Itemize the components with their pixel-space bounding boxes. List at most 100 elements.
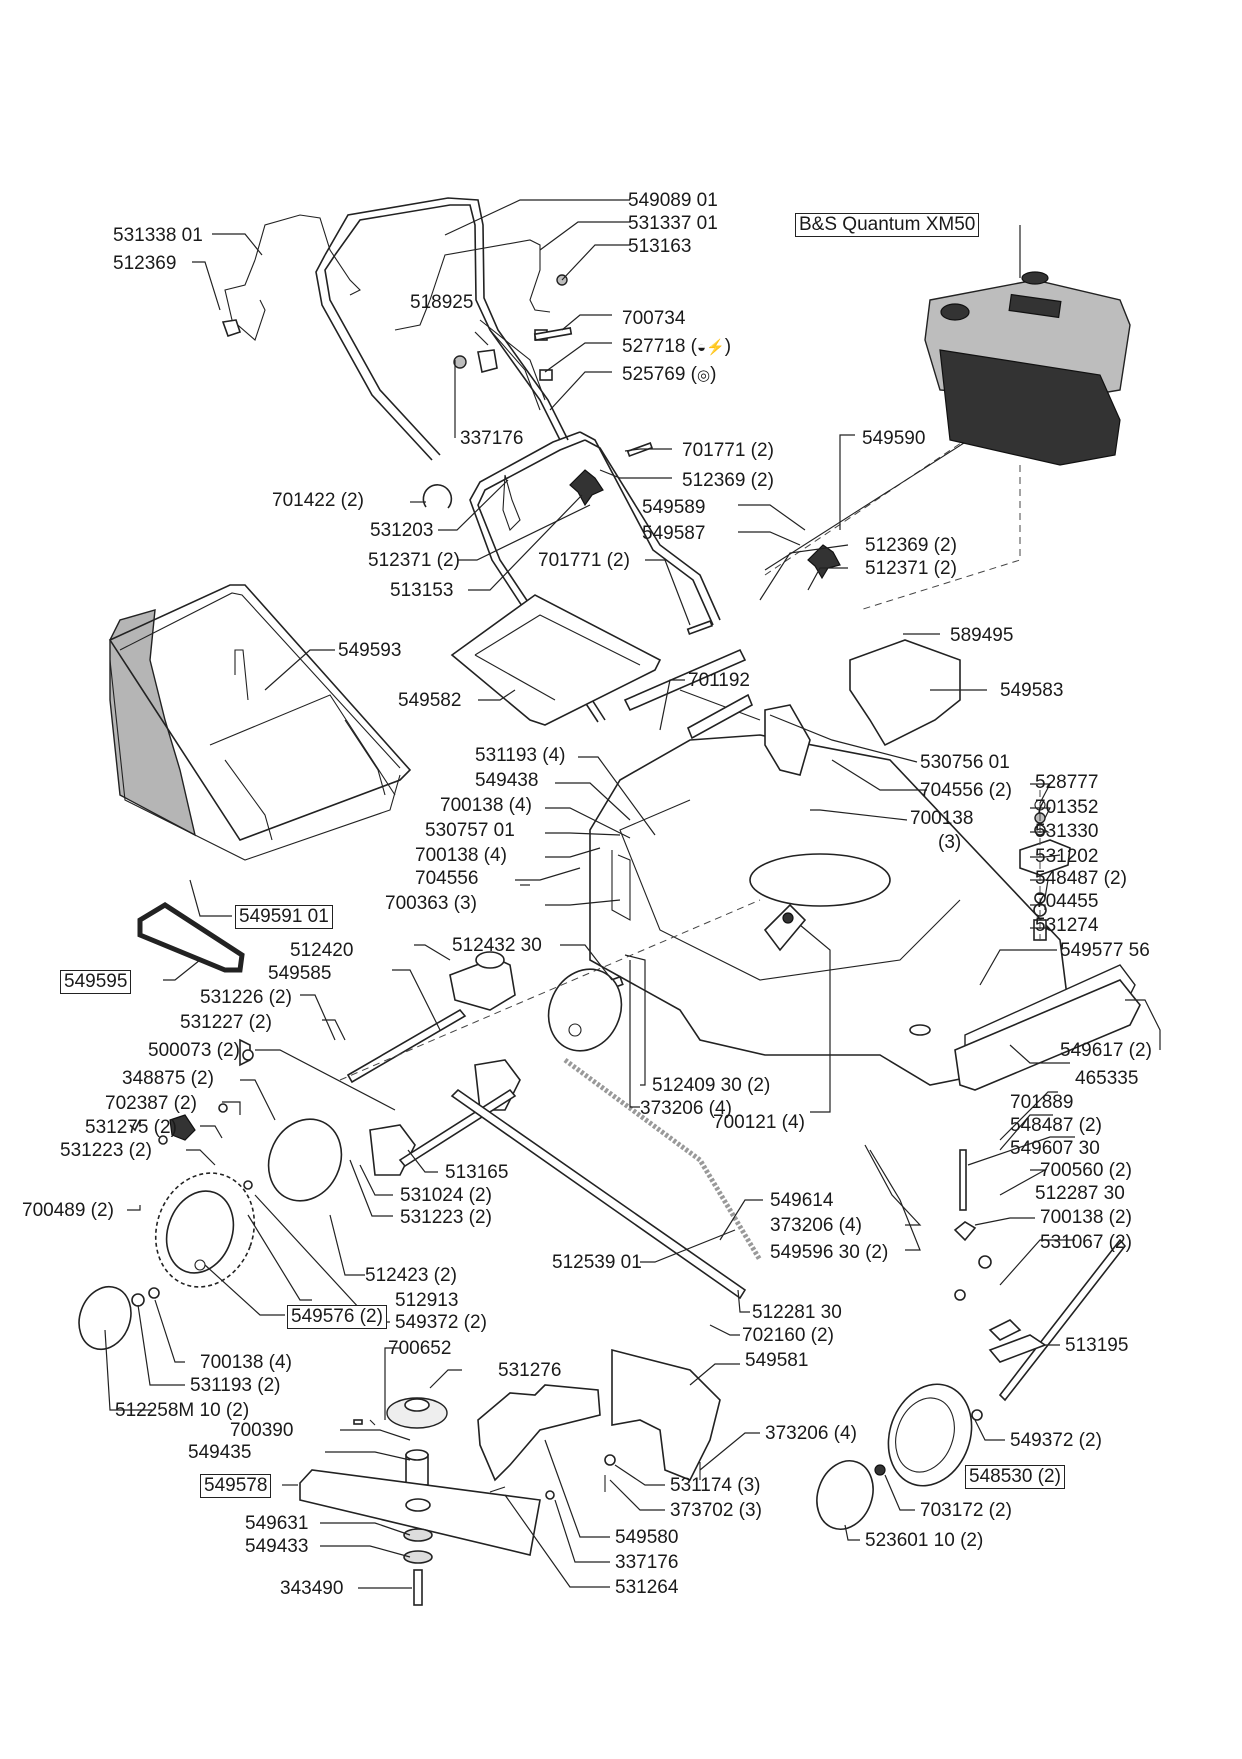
part-label[interactable]: 531223 (2) — [60, 1140, 152, 1161]
part-label[interactable]: 531203 — [370, 520, 434, 541]
part-label[interactable]: 700489 (2) — [22, 1200, 114, 1221]
part-label[interactable]: 530757 01 — [425, 820, 515, 841]
part-label[interactable]: 512432 30 — [452, 935, 542, 956]
part-label[interactable]: 704455 — [1035, 891, 1099, 912]
part-label[interactable]: 531264 — [615, 1577, 679, 1598]
part-label[interactable]: 589495 — [950, 625, 1014, 646]
part-label[interactable]: 704556 — [415, 868, 479, 889]
part-label[interactable]: 549617 (2) — [1060, 1040, 1152, 1061]
part-label[interactable]: 549631 — [245, 1513, 309, 1534]
part-label[interactable]: 512281 30 — [752, 1302, 842, 1323]
part-label[interactable]: 700138 (2) — [1040, 1207, 1132, 1228]
part-label[interactable]: 701352 — [1035, 797, 1099, 818]
part-label[interactable]: 549433 — [245, 1536, 309, 1557]
part-label[interactable]: 701889 — [1010, 1092, 1074, 1113]
part-label[interactable]: 512369 (2) — [865, 535, 957, 556]
part-label[interactable]: 513195 — [1065, 1335, 1129, 1356]
part-label[interactable]: 531174 (3) — [670, 1475, 761, 1496]
part-label[interactable]: 337176 — [615, 1552, 679, 1573]
part-label[interactable]: 531338 01 — [113, 225, 203, 246]
part-label[interactable]: 549583 — [1000, 680, 1064, 701]
part-label[interactable]: 702160 (2) — [742, 1325, 834, 1346]
part-label[interactable]: 549589 — [642, 497, 706, 518]
part-label[interactable]: 518925 — [410, 292, 474, 313]
engine-model-label[interactable]: B&S Quantum XM50 — [795, 213, 980, 237]
part-label[interactable]: 512423 (2) — [365, 1265, 457, 1286]
part-label[interactable]: 549372 (2) — [395, 1312, 487, 1333]
part-label[interactable]: 549587 — [642, 523, 706, 544]
part-label[interactable]: 343490 — [280, 1578, 344, 1599]
part-label[interactable]: 512371 (2) — [865, 558, 957, 579]
part-label[interactable]: 531275 (2) — [85, 1117, 177, 1138]
part-label[interactable]: 549593 — [338, 640, 402, 661]
part-label[interactable]: 531227 (2) — [180, 1012, 272, 1033]
part-label[interactable]: 465335 — [1075, 1068, 1139, 1089]
part-label[interactable]: 373702 (3) — [670, 1500, 762, 1521]
part-label[interactable]: 513153 — [390, 580, 454, 601]
part-label[interactable]: 549372 (2) — [1010, 1430, 1102, 1451]
part-label[interactable]: 549585 — [268, 963, 332, 984]
part-label[interactable]: 531193 (4) — [475, 745, 566, 766]
part-label[interactable]: 531223 (2) — [400, 1207, 492, 1228]
part-label-boxed[interactable]: 549591 01 — [235, 905, 333, 929]
part-label[interactable]: 523601 10 (2) — [865, 1530, 984, 1551]
part-label[interactable]: 531330 — [1035, 821, 1099, 842]
part-label[interactable]: 700138 (4) — [415, 845, 507, 866]
part-label[interactable]: 701771 (2) — [682, 440, 774, 461]
part-label[interactable]: 700390 — [230, 1420, 294, 1441]
part-label[interactable]: 548487 (2) — [1010, 1115, 1102, 1136]
part-label[interactable]: 528777 — [1035, 772, 1099, 793]
part-label[interactable]: 704556 (2) — [920, 780, 1012, 801]
part-label[interactable]: 549577 56 — [1060, 940, 1150, 961]
part-label[interactable]: 700138 (4) — [200, 1352, 292, 1373]
part-label[interactable]: 549580 — [615, 1527, 679, 1548]
part-label[interactable]: 512258M 10 (2) — [115, 1400, 250, 1421]
part-label[interactable]: 549614 — [770, 1190, 834, 1211]
part-label[interactable]: 701422 (2) — [272, 490, 364, 511]
part-label-boxed[interactable]: 548530 (2) — [965, 1465, 1065, 1489]
part-label[interactable]: 549581 — [745, 1350, 809, 1371]
part-label[interactable]: 549435 — [188, 1442, 252, 1463]
part-label[interactable]: 700652 — [388, 1338, 452, 1359]
part-label[interactable]: 531274 — [1035, 915, 1099, 936]
part-label[interactable]: 549582 — [398, 690, 462, 711]
part-label[interactable]: 512420 — [290, 940, 354, 961]
part-label[interactable]: 700138 (4) — [440, 795, 532, 816]
part-label[interactable]: 548487 (2) — [1035, 868, 1127, 889]
part-label[interactable]: 373206 (4) — [765, 1423, 857, 1444]
part-label[interactable]: 337176 — [460, 428, 524, 449]
part-label[interactable]: 513163 — [628, 236, 692, 257]
part-label[interactable]: 373206 (4) — [770, 1215, 862, 1236]
part-label[interactable]: 531193 (2) — [190, 1375, 281, 1396]
part-label[interactable]: 549089 01 — [628, 190, 718, 211]
part-label[interactable]: 531276 — [498, 1360, 562, 1381]
part-label[interactable]: 525769 (◎) — [622, 364, 717, 385]
part-label-boxed[interactable]: 549578 — [200, 1474, 272, 1498]
part-label[interactable]: 700560 (2) — [1040, 1160, 1132, 1181]
part-label[interactable]: 531226 (2) — [200, 987, 292, 1008]
part-label[interactable]: 700121 (4) — [713, 1112, 805, 1133]
part-label[interactable]: 348875 (2) — [122, 1068, 214, 1089]
part-label[interactable]: 549590 — [862, 428, 926, 449]
part-label[interactable]: 527718 (◒⚡) — [622, 336, 732, 357]
part-label[interactable]: 531024 (2) — [400, 1185, 492, 1206]
part-label[interactable]: 703172 (2) — [920, 1500, 1012, 1521]
part-label[interactable]: 700363 (3) — [385, 893, 477, 914]
part-label-boxed[interactable]: 549595 — [60, 970, 132, 994]
part-label[interactable]: 701771 (2) — [538, 550, 630, 571]
part-label[interactable]: 513165 — [445, 1162, 509, 1183]
part-label[interactable]: 512913 — [395, 1290, 459, 1311]
part-label[interactable]: 549607 30 — [1010, 1138, 1100, 1159]
part-label[interactable]: 549438 — [475, 770, 539, 791]
part-label[interactable]: 700734 — [622, 308, 686, 329]
part-label[interactable]: 531337 01 — [628, 213, 718, 234]
part-label[interactable]: 702387 (2) — [105, 1093, 197, 1114]
part-label[interactable]: 500073 (2) — [148, 1040, 240, 1061]
part-label[interactable]: 512369 — [113, 253, 177, 274]
part-label[interactable]: 701192 — [688, 670, 750, 691]
part-label[interactable]: 512287 30 — [1035, 1183, 1125, 1204]
part-label[interactable]: 512371 (2) — [368, 550, 460, 571]
part-label[interactable]: 512539 01 — [552, 1252, 642, 1273]
part-label-boxed[interactable]: 549576 (2) — [287, 1305, 387, 1329]
part-label[interactable]: 700138 — [910, 808, 974, 829]
